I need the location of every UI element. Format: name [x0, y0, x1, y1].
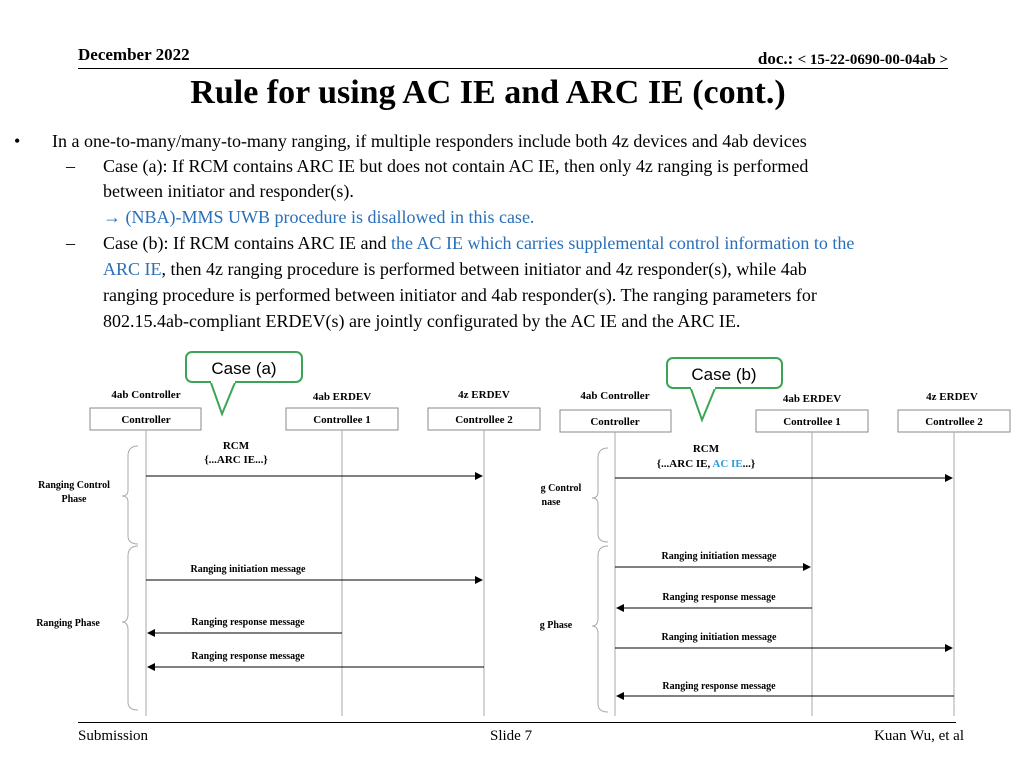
bullet-1: In a one-to-many/many-to-many ranging, i… [52, 131, 807, 151]
case-b-blue1: the AC IE which carries supplemental con… [390, 233, 855, 253]
header-date: December 2022 [78, 45, 190, 64]
case-b-line2: ARC IE, then 4z ranging procedure is per… [103, 256, 1003, 282]
rcm-a-content: {...ARC IE...} [204, 454, 267, 466]
rcm-b: RCM [693, 443, 720, 455]
phase-ranging-a: Ranging Phase [36, 618, 100, 629]
msg-b-0: Ranging initiation message [661, 551, 777, 562]
case-b-line1: Case (b): If RCM contains ARC IE and the… [103, 230, 1003, 256]
callout-case-b-label: Case (b) [691, 365, 756, 384]
box-a-2: Controllee 2 [455, 414, 513, 426]
footer-rule [78, 722, 956, 723]
dash-b: – [66, 233, 75, 253]
case-a-line2: between initiator and responder(s). [103, 181, 354, 201]
phase-control-a-2: Phase [62, 494, 88, 505]
rcm-a: RCM [223, 440, 250, 452]
case-b-blue2: ARC IE [103, 259, 162, 279]
case-b-pre: Case (b): If RCM contains ARC IE and [103, 233, 391, 253]
case-a-line1: Case (a): If RCM contains ARC IE but doe… [103, 156, 809, 176]
case-b-line4: 802.15.4ab-compliant ERDEV(s) are jointl… [103, 311, 741, 331]
col-head-a-2: 4z ERDEV [458, 389, 510, 401]
rcm-b-content: {...ARC IE, AC IE...} [657, 458, 756, 470]
bullet-marker: • [14, 131, 21, 151]
case-b-post1: , then 4z ranging procedure is performed… [161, 259, 807, 279]
box-a-1: Controllee 1 [313, 414, 371, 426]
dash-a: – [66, 156, 75, 176]
box-a-0: Controller [121, 414, 170, 426]
phase-control-b-2: nase [542, 497, 561, 508]
rcm-b-pre: {...ARC IE, [657, 458, 713, 470]
doc-number: < 15-22-0690-00-04ab > [797, 52, 948, 68]
diagram-case-a: Case (a) 4ab Controller 4ab ERDEV 4z ERD… [36, 351, 541, 716]
doc-prefix: doc.: [757, 49, 798, 68]
box-b-0: Controller [590, 416, 639, 428]
box-b-1: Controllee 1 [783, 416, 841, 428]
phase-control-a-1: Ranging Control [38, 480, 110, 491]
case-b-line3: ranging procedure is performed between i… [103, 285, 817, 305]
callout-case-a: Case (a) [185, 351, 303, 417]
box-b-2: Controllee 2 [925, 416, 983, 428]
col-head-a-1: 4ab ERDEV [313, 391, 371, 403]
msg-a-1: Ranging response message [191, 617, 305, 628]
col-head-b-2: 4z ERDEV [926, 391, 978, 403]
phase-control-b-1: g Control [541, 483, 582, 494]
msg-a-2: Ranging response message [191, 651, 305, 662]
col-head-b-1: 4ab ERDEV [783, 393, 841, 405]
header-rule [78, 68, 948, 69]
diagram-case-b: Case (b) 4ab Controller 4ab ERDEV 4z ERD… [540, 357, 1011, 716]
case-a-note: → (NBA)-MMS UWB procedure is disallowed … [103, 207, 535, 227]
msg-b-2: Ranging initiation message [661, 632, 777, 643]
msg-a-0: Ranging initiation message [190, 564, 306, 575]
header-doc: doc.: < 15-22-0690-00-04ab > [758, 49, 948, 69]
phase-ranging-b: g Phase [540, 620, 573, 631]
col-head-b-0: 4ab Controller [580, 390, 649, 402]
rcm-b-blue: AC IE [712, 458, 742, 470]
footer-slide-number: Slide 7 [490, 728, 533, 744]
col-head-a-0: 4ab Controller [111, 389, 180, 401]
slide-title: Rule for using AC IE and ARC IE (cont.) [190, 74, 786, 111]
footer-author: Kuan Wu, et al [874, 728, 964, 744]
callout-case-a-label: Case (a) [211, 359, 276, 378]
callout-case-b: Case (b) [666, 357, 783, 423]
msg-b-1: Ranging response message [662, 592, 776, 603]
footer-submission: Submission [78, 728, 149, 744]
rcm-b-post: ...} [743, 458, 756, 470]
msg-b-3: Ranging response message [662, 681, 776, 692]
